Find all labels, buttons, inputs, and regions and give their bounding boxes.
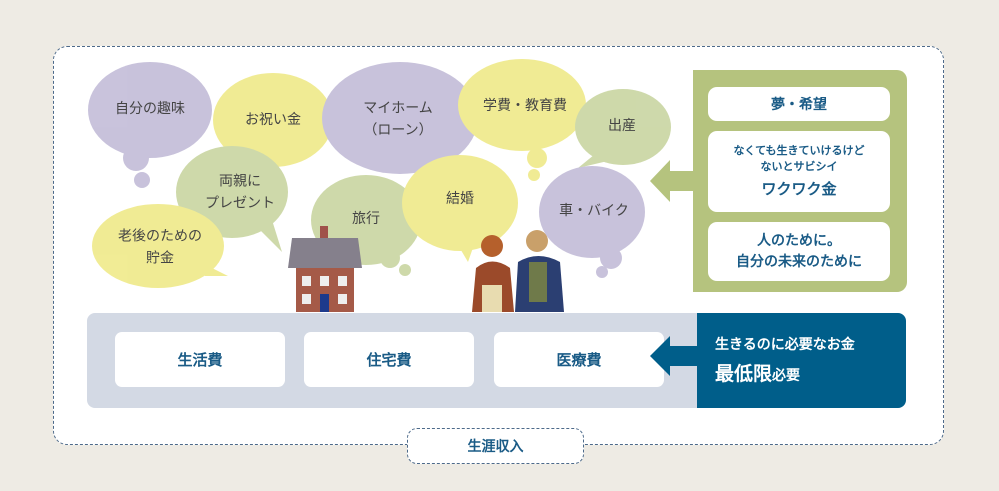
label-line: （ローン） (363, 122, 433, 138)
bubble-hobby (88, 62, 212, 158)
desc-line: ないとサビシイ (760, 160, 838, 174)
arrow-left-icon (650, 336, 698, 376)
bubble-parents-gift (176, 146, 288, 238)
minimum-needs-text: 生きるのに必要なお金 (715, 337, 855, 353)
bubble-marriage (402, 155, 518, 251)
minimum-label: 最低限 (715, 363, 773, 385)
thought-dot (134, 172, 150, 188)
housing-cost: 住宅費 (304, 332, 474, 387)
dream-panel: 夢・希望 なくても生きていけるけど ないとサビシイ ワクワク金 人のために。 自… (693, 70, 907, 292)
bubble-car-bike (539, 166, 645, 258)
waku-waku-label: ワクワク金 (761, 179, 837, 198)
wish-retirement: 老後のための貯金 (118, 226, 202, 269)
thought-dot (600, 247, 622, 269)
wish-marriage: 結婚 (446, 191, 474, 208)
arrow-left-icon (650, 160, 695, 202)
purpose-line: 人のために。 (757, 233, 841, 250)
thought-dot (399, 264, 411, 276)
thought-dot (596, 266, 608, 278)
wish-travel: 旅行 (352, 211, 380, 228)
wish-hobby: 自分の趣味 (115, 101, 185, 118)
dream-title: 夢・希望 (708, 87, 890, 121)
bubble-my-home (322, 62, 478, 174)
label-line: マイホーム (363, 100, 433, 117)
purpose-line: 自分の未来のために (736, 253, 862, 270)
medical-cost: 医療費 (494, 332, 664, 387)
thought-dot (528, 169, 540, 181)
living-cost: 生活費 (115, 332, 285, 387)
couple-illustration (472, 230, 564, 312)
label-line: 貯金 (146, 250, 174, 266)
thought-dot (527, 148, 547, 168)
dream-purpose: 人のために。 自分の未来のために (708, 222, 890, 281)
bubble-gift-money (213, 73, 333, 167)
minimum-needs-box: 生きるのに必要なお金 最低限必要 (697, 313, 906, 408)
house-illustration (288, 226, 362, 312)
desc-line: なくても生きていけるけど (733, 143, 865, 157)
bubble-retirement (92, 204, 224, 288)
label-line: 両親に (219, 173, 261, 190)
lifetime-income-label: 生涯収入 (407, 428, 584, 464)
bubble-education (458, 59, 586, 151)
wish-my-home: マイホーム （ローン） (363, 98, 433, 141)
minimum-emph: 最低限必要 (715, 359, 800, 386)
thought-dot (123, 145, 149, 171)
wish-car-bike: 車・バイク (559, 203, 629, 220)
label-line: 老後のための (118, 228, 202, 245)
bubble-birth (575, 89, 671, 165)
wish-education: 学費・教育費 (483, 98, 567, 115)
wish-birth: 出産 (608, 118, 636, 135)
thought-dot (380, 248, 400, 268)
wish-gift-money: お祝い金 (245, 112, 301, 129)
label-line: プレゼント (205, 195, 275, 211)
dream-description: なくても生きていけるけど ないとサビシイ ワクワク金 (708, 131, 890, 212)
wish-parents-gift: 両親にプレゼント (205, 171, 275, 214)
needed-label: 必要 (772, 368, 801, 384)
